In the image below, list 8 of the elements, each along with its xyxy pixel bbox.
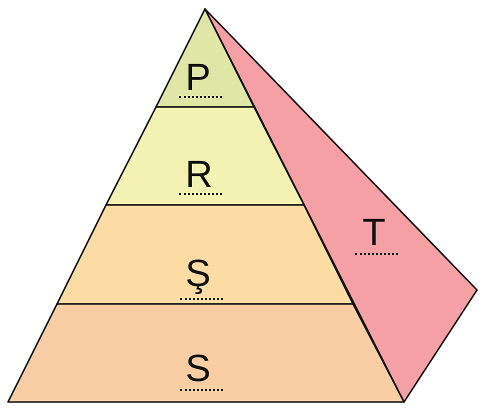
layer-letter: S [185, 354, 211, 384]
layer-letter: R [185, 160, 213, 190]
layer-letter: Ş [185, 252, 211, 297]
pyramid-layer [106, 107, 304, 205]
pyramid-layer [57, 205, 353, 304]
layer-letter: T [362, 218, 386, 248]
pyramid-layer [8, 304, 404, 402]
layer-letter: P [185, 63, 211, 94]
